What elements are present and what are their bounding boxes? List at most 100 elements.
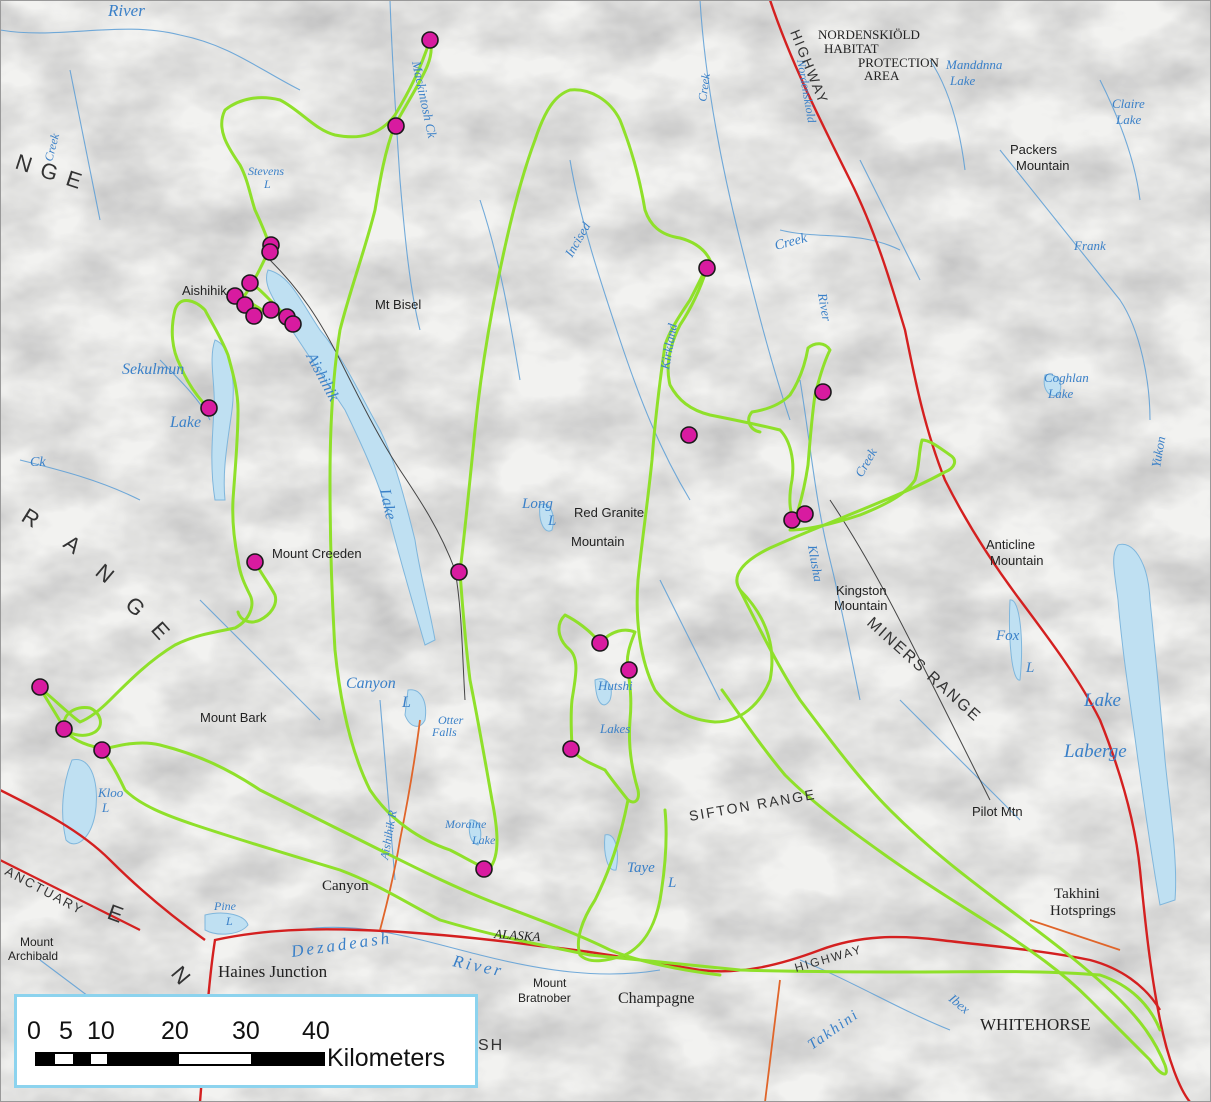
hutshi-lakes (594, 678, 612, 706)
label-anticline-mountain: Mountain (990, 553, 1043, 568)
label-frank: Frank (1073, 238, 1106, 253)
label-manddnna-lake: Lake (949, 73, 976, 88)
label-canyon: Canyon (322, 878, 369, 894)
label-yukon: Yukon (1148, 435, 1168, 468)
kloo-lake (62, 759, 97, 845)
haines-road (0, 788, 206, 941)
scale-ruler (35, 1052, 325, 1066)
observation-point[interactable] (262, 301, 280, 319)
scale-segment (73, 1054, 91, 1064)
label-klusha: Klusha (805, 543, 826, 583)
track-haines-east (98, 741, 722, 977)
label-red-granite: Red Granite (574, 505, 644, 520)
observation-point[interactable] (284, 315, 302, 333)
observation-point[interactable] (261, 243, 279, 261)
observation-point[interactable] (241, 274, 259, 292)
label-moraine: Moraine (444, 817, 487, 831)
label-long-l: L (547, 513, 556, 529)
label-habitat: HABITAT (824, 41, 879, 56)
label-hutshi: Hutshi (597, 678, 633, 693)
scale-tick-label: 0 (27, 1017, 41, 1045)
observation-point[interactable] (200, 399, 218, 417)
scale-units: Kilometers (327, 1044, 446, 1072)
track-long-loop (458, 88, 957, 724)
observation-point[interactable] (55, 720, 73, 738)
scale-tick-label: 5 (59, 1017, 73, 1045)
observation-point[interactable] (620, 661, 638, 679)
track-main-west (38, 299, 254, 724)
observation-point[interactable] (245, 307, 263, 325)
observation-point[interactable] (562, 740, 580, 758)
label-sekulmun-lake: Lake (169, 414, 201, 431)
observation-point[interactable] (421, 31, 439, 49)
place-labels: NORDENSKIÖLD HABITAT PROTECTION AREA Pac… (8, 27, 1116, 1034)
observation-point[interactable] (698, 259, 716, 277)
scale-bar: 0 5 10 20 30 40 Kilometers (14, 994, 478, 1088)
label-stevens-l: L (263, 177, 271, 191)
observation-points (31, 31, 832, 878)
label-lake-laberge-1: Lake (1083, 690, 1121, 711)
label-mount-creeden: Mount Creeden (272, 546, 362, 561)
label-pine-l: L (225, 914, 233, 928)
sanctuary-road (0, 859, 141, 931)
aishihik-lake (266, 269, 436, 646)
track-mackintosh (328, 38, 499, 870)
aishihik-road (379, 719, 421, 931)
label-nordenskiold: NORDENSKIÖLD (818, 27, 920, 42)
observation-point[interactable] (31, 678, 49, 696)
label-mt-bisel: Mt Bisel (375, 297, 421, 312)
movement-tracks (38, 38, 1168, 1076)
label-canyon-lake: Canyon (346, 675, 396, 692)
label-ck-left: Ck (30, 455, 46, 470)
fox-lake (1009, 599, 1022, 681)
label-otter-falls: Falls (431, 725, 457, 739)
alaska-highway (198, 928, 1162, 1102)
lake-laberge (1113, 543, 1177, 906)
track-south-west (38, 686, 1162, 1032)
coghlan-lake (1043, 374, 1062, 397)
observation-point[interactable] (814, 383, 832, 401)
label-pilot-mtn: Pilot Mtn (972, 804, 1023, 819)
label-kingston: Kingston (836, 583, 887, 598)
label-sekulmun: Sekulmun (122, 361, 184, 378)
lakes (62, 269, 1177, 935)
observation-point[interactable] (450, 563, 468, 581)
label-creek-left: Creek (695, 72, 713, 103)
moraine-lake (468, 819, 482, 846)
observation-point[interactable] (93, 741, 111, 759)
label-mount-bratnober: Mount (533, 976, 567, 990)
canyon-lake (404, 689, 427, 727)
label-long: Long (521, 496, 553, 512)
label-haines-junction: Haines Junction (218, 962, 328, 981)
track-southeast (720, 588, 1168, 1076)
label-mount-archibald: Mount (20, 935, 54, 949)
observation-point[interactable] (591, 634, 609, 652)
label-red-granite-mountain: Mountain (571, 534, 624, 549)
label-anticline: Anticline (986, 537, 1035, 552)
label-coghlan-lake: Lake (1047, 386, 1074, 401)
label-otter: Otter (438, 713, 464, 727)
label-moraine-lake: Lake (471, 833, 496, 847)
klondike-highway (768, 0, 1191, 1102)
label-kloo: Kloo (97, 785, 124, 800)
scale-segment (37, 1054, 55, 1064)
track-taye (576, 798, 668, 963)
label-stevens: Stevens (248, 164, 284, 178)
label-bratnober: Bratnober (518, 991, 571, 1005)
observation-point[interactable] (246, 553, 264, 571)
track-kirkland (666, 266, 832, 522)
observation-point[interactable] (475, 860, 493, 878)
observation-point[interactable] (796, 505, 814, 523)
label-kloo-l: L (101, 800, 109, 815)
label-mount-bark: Mount Bark (200, 710, 267, 725)
label-archibald: Archibald (8, 949, 58, 963)
label-fox: Fox (995, 628, 1020, 644)
label-protection: PROTECTION (858, 55, 940, 70)
label-sh: SH (478, 1037, 504, 1054)
scale-tick-label: 20 (161, 1017, 189, 1045)
observation-point[interactable] (387, 117, 405, 135)
observation-point[interactable] (680, 426, 698, 444)
label-lake-laberge-2: Laberge (1063, 741, 1127, 762)
